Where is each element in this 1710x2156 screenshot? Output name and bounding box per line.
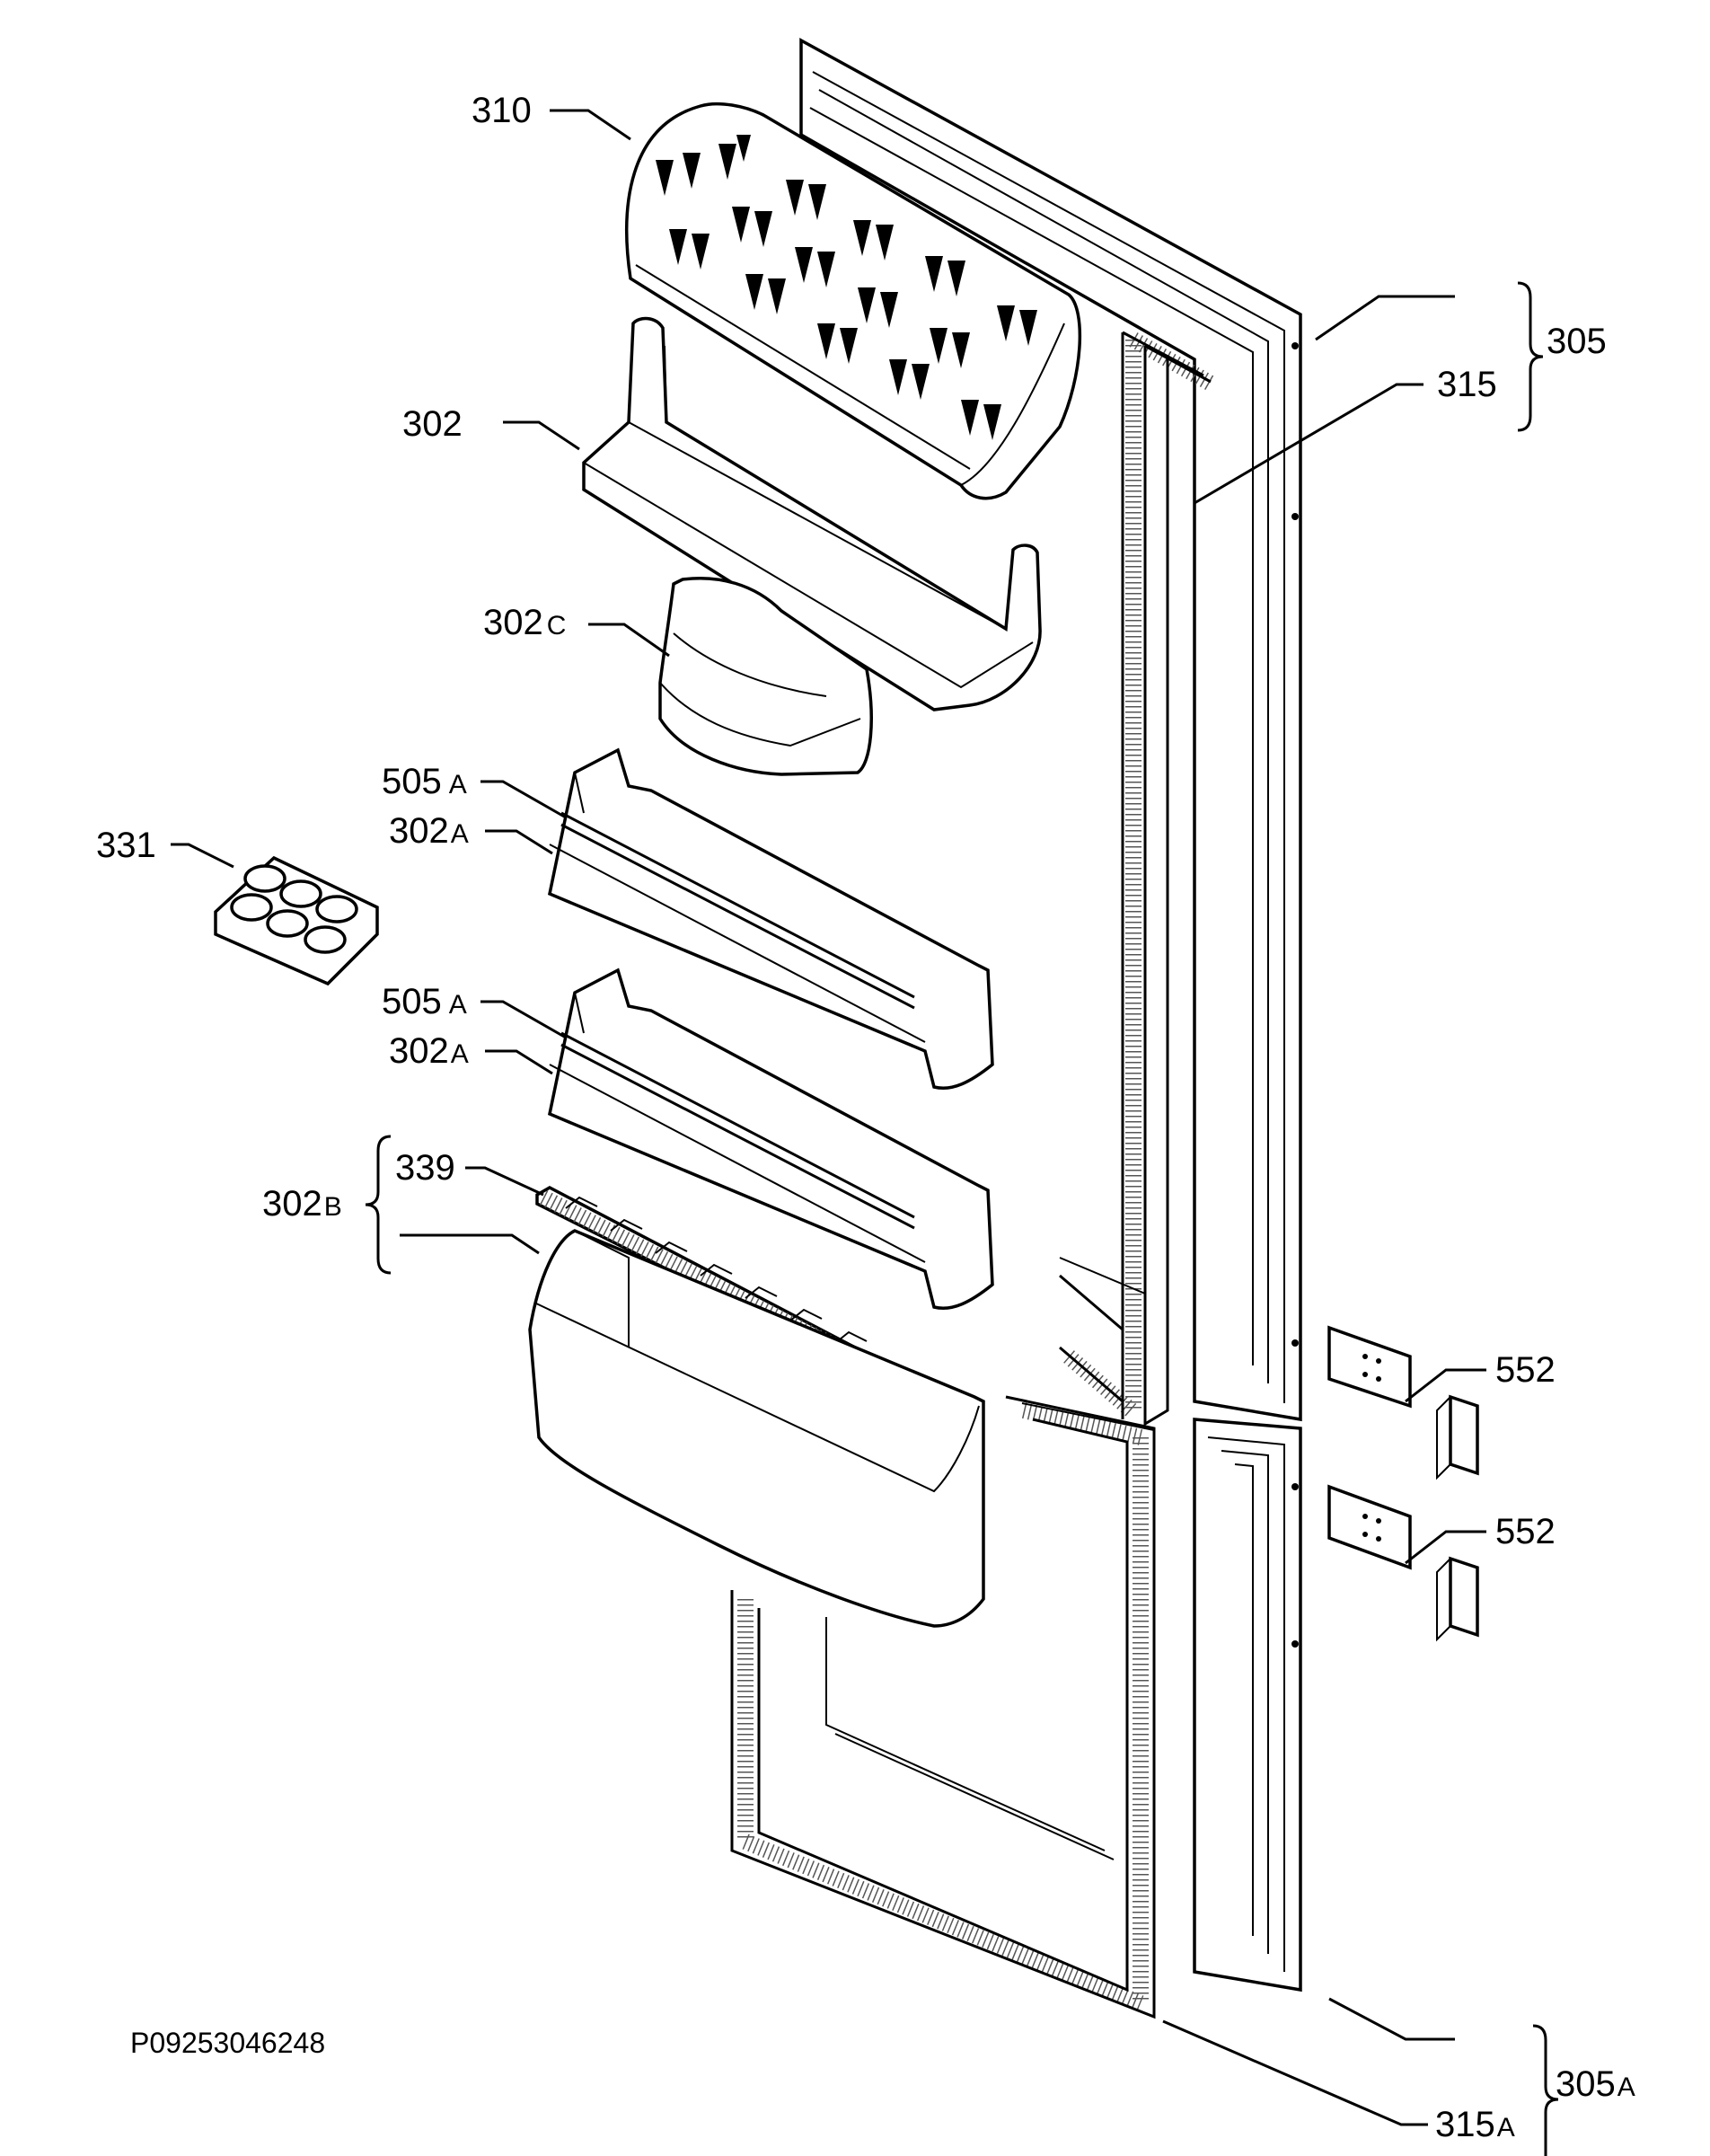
part-label-552-lower: 552 (1495, 1512, 1556, 1551)
part-label-305: 305 (1547, 322, 1607, 361)
part-label-302a-lower: 302A (389, 1031, 469, 1071)
part-label-552-upper: 552 (1495, 1350, 1556, 1390)
leader-lines (171, 109, 1486, 2126)
part-label-302: 302 (402, 404, 463, 444)
upper-door-panel (799, 38, 1302, 1422)
bottle-shelf-302a-lower (547, 968, 994, 1310)
braces (365, 281, 1559, 2156)
part-label-315: 315 (1437, 365, 1497, 404)
lower-door-panel (1193, 1418, 1302, 1993)
part-label-305a: 305A (1556, 2064, 1635, 2104)
drawing-code: P09253046248 (130, 2027, 325, 2059)
part-label-331: 331 (96, 826, 156, 865)
vent-pattern (656, 135, 1037, 440)
part-label-310: 310 (472, 91, 532, 130)
part-label-339: 339 (395, 1148, 455, 1188)
hinge-set-lower (1327, 1484, 1479, 1642)
bottle-shelf-302a-upper (547, 747, 994, 1090)
upper-door-gasket (1059, 331, 1217, 1427)
small-box-302c (658, 577, 873, 776)
part-label-315a: 315A (1435, 2105, 1515, 2144)
part-label-302b: 302B (262, 1184, 342, 1224)
bottom-bin-302b (528, 1229, 985, 1628)
hinge-set-upper (1327, 1325, 1479, 1480)
egg-tray (214, 855, 379, 986)
dairy-compartment-cover (625, 102, 1082, 500)
door-shelf-302 (582, 316, 1042, 711)
lower-door-gasket (730, 1395, 1156, 2019)
part-label-302a-upper: 302A (389, 811, 469, 851)
